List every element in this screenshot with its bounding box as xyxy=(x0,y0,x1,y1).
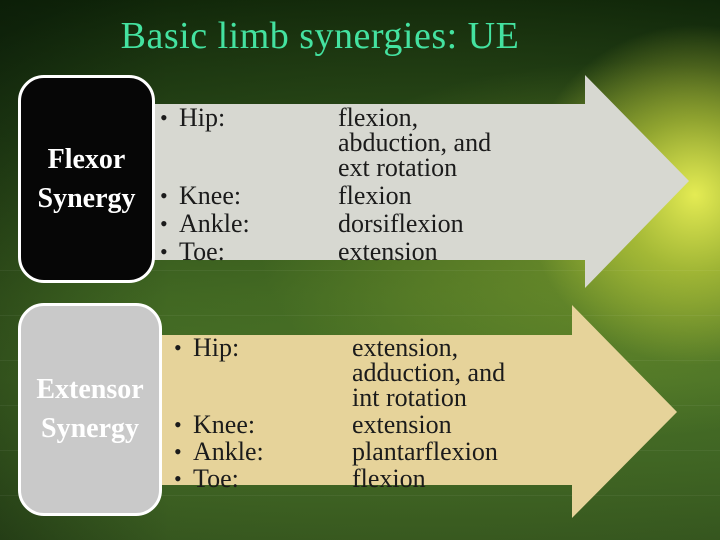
item-value: dorsiflexion xyxy=(338,209,464,238)
bullet-glyph: • xyxy=(160,105,168,130)
item-value: extension xyxy=(338,237,438,266)
synergy-item: • Ankle: plantarflexion xyxy=(174,437,610,466)
box-label-line: Flexor xyxy=(47,143,126,175)
synergy-item: • Toe: extension xyxy=(160,237,596,266)
bullet-glyph: • xyxy=(174,335,182,360)
item-value: plantarflexion xyxy=(352,437,498,466)
box-label-line: Synergy xyxy=(37,182,136,214)
bullet-glyph: • xyxy=(174,412,182,437)
bullet-glyph: • xyxy=(160,183,168,208)
bullet-glyph: • xyxy=(160,239,168,264)
page-title: Basic limb synergies: UE xyxy=(120,15,520,57)
bullet-glyph: • xyxy=(174,466,182,491)
synergy-item: • Ankle: dorsiflexion xyxy=(160,209,596,238)
extensor-label-box: Extensor Synergy xyxy=(18,303,162,516)
box-label-line: Extensor xyxy=(36,374,144,405)
item-label: Toe: xyxy=(179,237,225,266)
item-label: Ankle: xyxy=(179,209,250,238)
item-value: flexion xyxy=(352,464,426,493)
item-value: flexion xyxy=(338,181,412,210)
synergy-item: • Toe: flexion xyxy=(174,464,610,493)
bullet-glyph: • xyxy=(174,439,182,464)
bullet-glyph: • xyxy=(160,211,168,236)
box-label-line: Synergy xyxy=(41,413,139,444)
item-label: Knee: xyxy=(193,410,256,439)
item-label: Knee: xyxy=(179,181,242,210)
item-label: Ankle: xyxy=(193,437,264,466)
synergy-item: • Knee: extension xyxy=(174,410,610,439)
synergy-item: • Knee: flexion xyxy=(160,181,596,210)
flexor-label-box: Flexor Synergy xyxy=(18,75,155,283)
item-label: Hip: xyxy=(193,333,240,362)
item-label: Hip: xyxy=(179,103,226,132)
item-value: extension xyxy=(352,410,452,439)
item-label: Toe: xyxy=(193,464,239,493)
